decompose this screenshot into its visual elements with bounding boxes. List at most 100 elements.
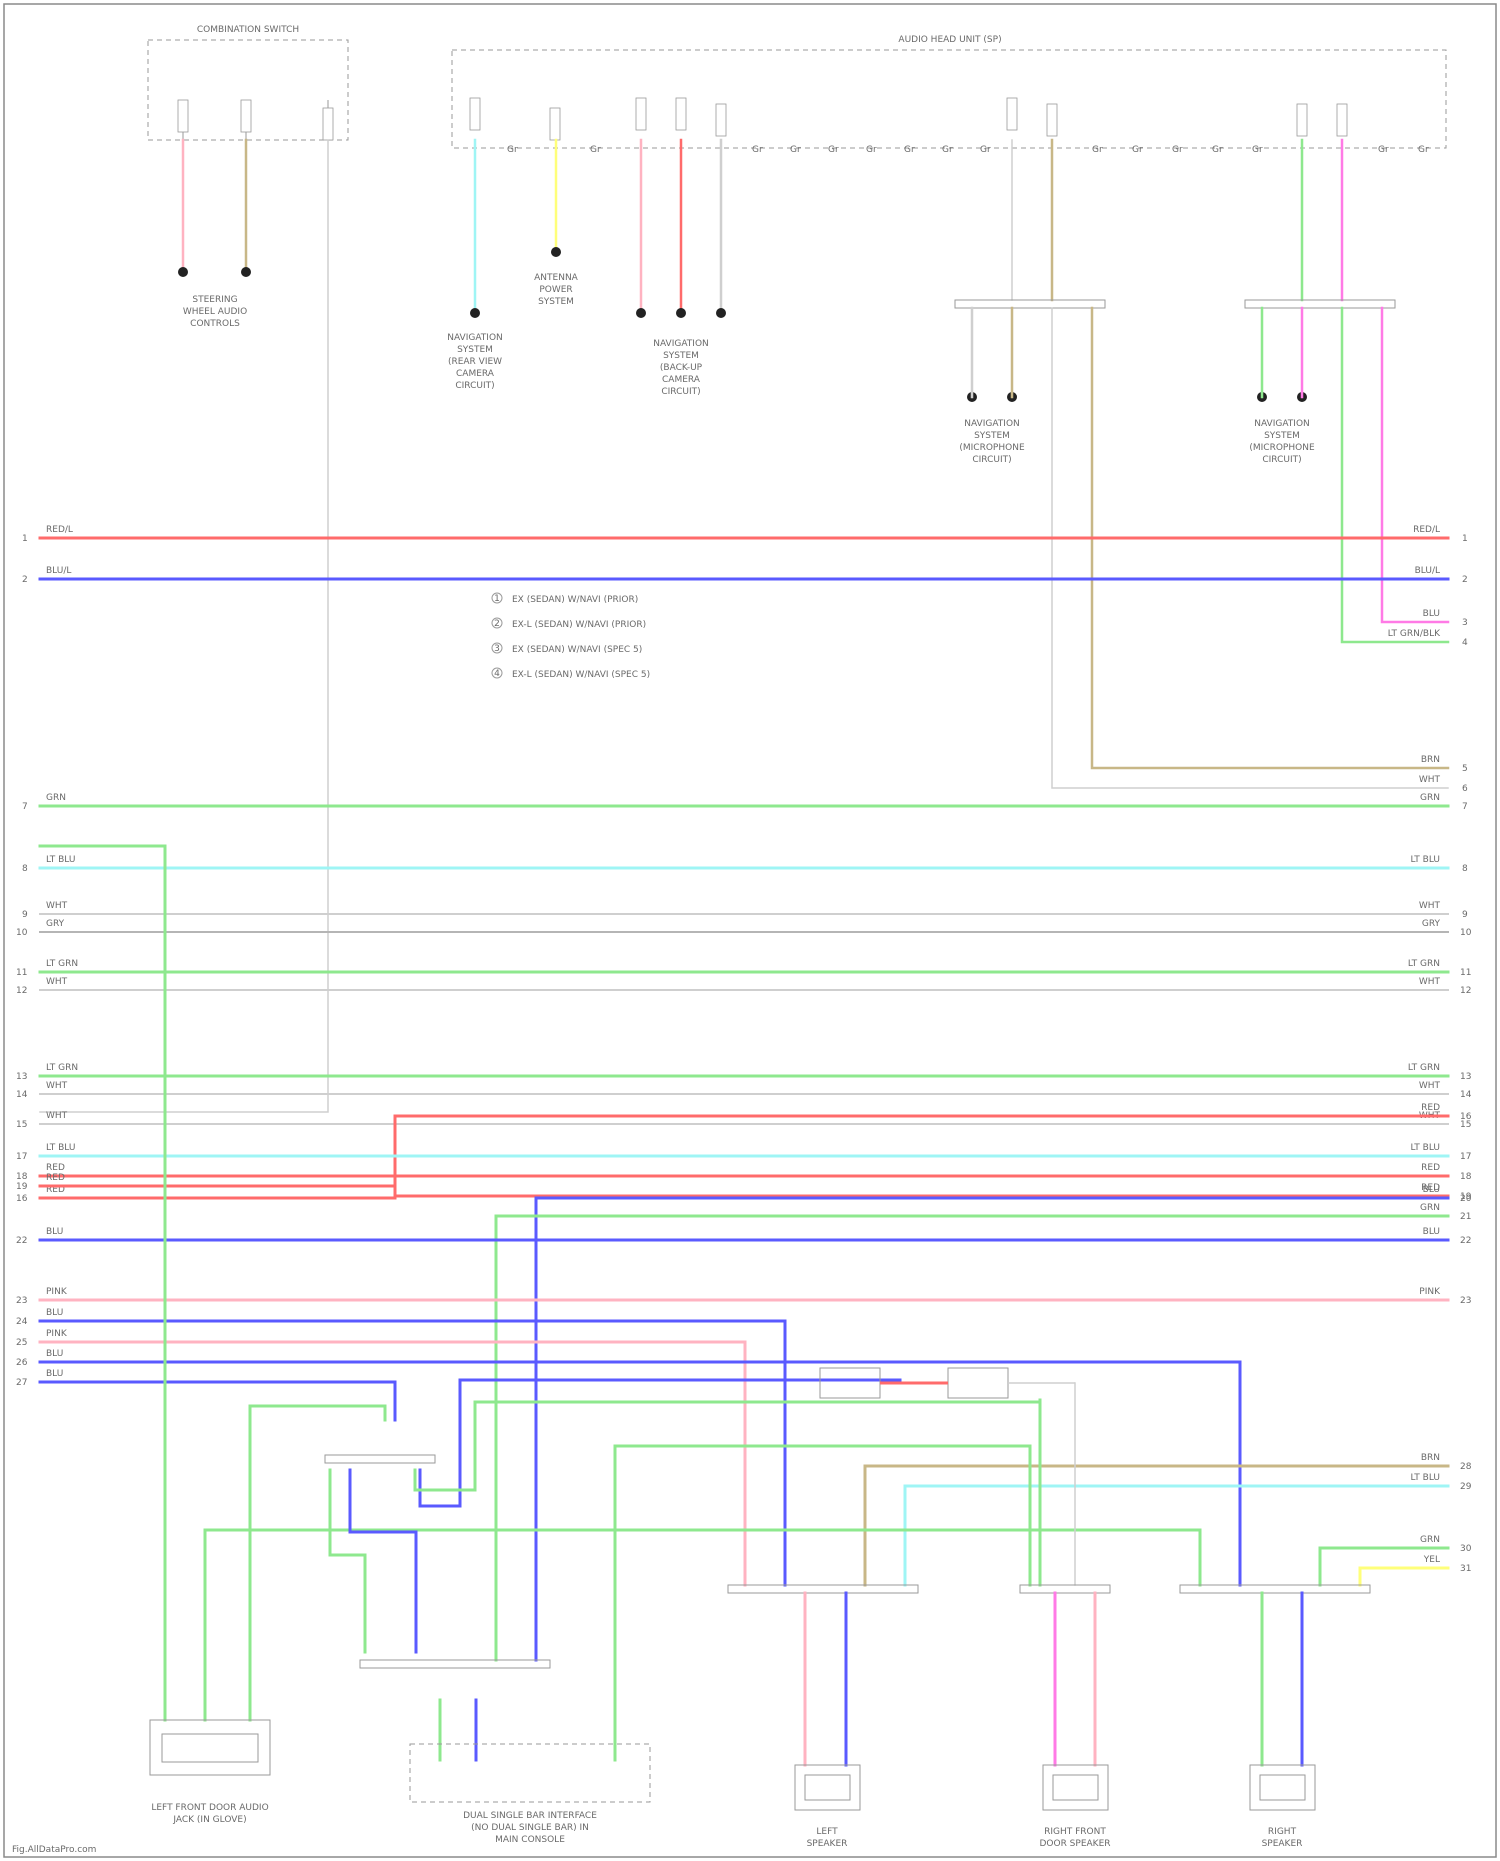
wire-row-21: 21 GRN — [496, 1203, 1471, 1660]
svg-text:BLU: BLU — [46, 1227, 63, 1237]
svg-text:3: 3 — [494, 644, 500, 654]
nav-rear-view-ref: NAVIGATION SYSTEM (REAR VIEW CAMERA CIRC… — [447, 333, 503, 391]
svg-text:Gr: Gr — [1172, 145, 1183, 155]
combination-switch: COMBINATION SWITCH — [148, 25, 348, 140]
svg-text:LT BLU: LT BLU — [46, 1143, 75, 1153]
svg-text:RIGHT: RIGHT — [1268, 1827, 1297, 1837]
left-speaker: LEFT SPEAKER — [795, 1765, 860, 1849]
svg-text:LT GRN: LT GRN — [1408, 1063, 1440, 1073]
legend: 1 EX (SEDAN) W/NAVI (PRIOR) 2 EX-L (SEDA… — [492, 593, 650, 680]
svg-text:CAMERA: CAMERA — [456, 369, 495, 379]
svg-text:WHT: WHT — [1419, 1081, 1441, 1091]
svg-text:28: 28 — [1460, 1462, 1472, 1472]
svg-text:3: 3 — [1462, 618, 1468, 628]
svg-text:24: 24 — [16, 1317, 28, 1327]
svg-text:(BACK-UP: (BACK-UP — [660, 363, 703, 373]
svg-text:BRN: BRN — [1421, 1453, 1440, 1463]
svg-text:7: 7 — [22, 802, 28, 812]
svg-text:CIRCUIT): CIRCUIT) — [972, 455, 1011, 465]
svg-text:SYSTEM: SYSTEM — [663, 351, 699, 361]
wire-row-27: 27 BLU — [16, 1369, 395, 1420]
svg-text:17: 17 — [1460, 1152, 1471, 1162]
svg-text:WHT: WHT — [1419, 775, 1441, 785]
svg-text:BLU: BLU — [46, 1369, 63, 1379]
svg-text:NAVIGATION: NAVIGATION — [1254, 419, 1310, 429]
svg-text:BLU: BLU — [46, 1349, 63, 1359]
svg-text:WHT: WHT — [46, 1111, 68, 1121]
svg-text:EX-L (SEDAN) W/NAVI (PRIOR): EX-L (SEDAN) W/NAVI (PRIOR) — [512, 620, 646, 630]
svg-text:EX (SEDAN) W/NAVI (PRIOR): EX (SEDAN) W/NAVI (PRIOR) — [512, 595, 638, 605]
svg-text:GRY: GRY — [1422, 919, 1441, 929]
svg-text:6: 6 — [1462, 784, 1468, 794]
wire-row-22: 22BLU 22BLU — [16, 1227, 1471, 1246]
right-front-door-speaker: RIGHT FRONT DOOR SPEAKER — [1039, 1765, 1110, 1849]
svg-text:22: 22 — [16, 1236, 27, 1246]
svg-text:RED: RED — [1421, 1103, 1440, 1113]
svg-text:WHT: WHT — [1419, 977, 1441, 987]
svg-text:Gr: Gr — [866, 145, 877, 155]
svg-text:Gr: Gr — [507, 145, 518, 155]
combination-switch-label: COMBINATION SWITCH — [197, 25, 299, 35]
circuit-ref-labels: STEERING WHEEL AUDIO CONTROLS ANTENNA PO… — [183, 273, 1315, 465]
svg-text:13: 13 — [1460, 1072, 1471, 1082]
svg-text:25: 25 — [16, 1338, 27, 1348]
svg-text:ANTENNA: ANTENNA — [534, 273, 579, 283]
svg-text:5: 5 — [1462, 764, 1468, 774]
svg-text:8: 8 — [22, 864, 28, 874]
svg-text:27: 27 — [16, 1378, 27, 1388]
svg-text:31: 31 — [1460, 1564, 1471, 1574]
wire-row-28: 28 BRN — [865, 1453, 1472, 1585]
svg-text:DUAL SINGLE BAR INTERFACE: DUAL SINGLE BAR INTERFACE — [463, 1811, 597, 1821]
svg-text:RED: RED — [1421, 1163, 1440, 1173]
svg-text:GRN: GRN — [1420, 793, 1440, 803]
svg-text:GRN: GRN — [46, 793, 66, 803]
svg-text:RED/L: RED/L — [1413, 525, 1440, 535]
svg-text:1: 1 — [1462, 534, 1468, 544]
svg-text:(MICROPHONE: (MICROPHONE — [1249, 443, 1315, 453]
svg-text:26: 26 — [16, 1358, 28, 1368]
svg-text:14: 14 — [16, 1090, 28, 1100]
svg-text:WHT: WHT — [46, 1081, 68, 1091]
svg-text:LT BLU: LT BLU — [1411, 855, 1440, 865]
svg-text:SYSTEM: SYSTEM — [538, 297, 574, 307]
svg-text:SYSTEM: SYSTEM — [974, 431, 1010, 441]
svg-text:2: 2 — [1462, 575, 1468, 585]
svg-text:NAVIGATION: NAVIGATION — [447, 333, 503, 343]
svg-text:GRN: GRN — [1420, 1203, 1440, 1213]
svg-text:Gr: Gr — [904, 145, 915, 155]
svg-text:DOOR SPEAKER: DOOR SPEAKER — [1039, 1839, 1110, 1849]
svg-text:CONTROLS: CONTROLS — [190, 319, 240, 329]
nav-right-ref: NAVIGATION SYSTEM (MICROPHONE CIRCUIT) — [1249, 419, 1315, 465]
svg-text:4: 4 — [1462, 638, 1468, 648]
svg-text:RED: RED — [46, 1163, 65, 1173]
svg-text:Gr: Gr — [1212, 145, 1223, 155]
horizontal-wire-group: 1RED/L 1RED/L 2BLU/L 2BLU/L 3BLU 4LT GRN… — [16, 525, 1472, 1660]
svg-text:BLU/L: BLU/L — [46, 566, 71, 576]
svg-text:(NO DUAL SINGLE BAR) IN: (NO DUAL SINGLE BAR) IN — [471, 1823, 589, 1833]
svg-text:Gr: Gr — [1092, 145, 1103, 155]
svg-text:BLU/L: BLU/L — [1415, 566, 1440, 576]
svg-text:9: 9 — [1462, 910, 1468, 920]
wire-row-8: 8LT BLU 8LT BLU — [22, 855, 1468, 874]
svg-text:BLU: BLU — [46, 1308, 63, 1318]
right-speaker: RIGHT SPEAKER — [1250, 1765, 1315, 1849]
svg-text:LT BLU: LT BLU — [1411, 1143, 1440, 1153]
svg-text:21: 21 — [1460, 1212, 1471, 1222]
svg-text:LEFT: LEFT — [816, 1827, 838, 1837]
svg-text:LT BLU: LT BLU — [46, 855, 75, 865]
svg-text:SPEAKER: SPEAKER — [807, 1839, 848, 1849]
svg-text:17: 17 — [16, 1152, 27, 1162]
svg-text:STEERING: STEERING — [192, 295, 237, 305]
svg-text:PINK: PINK — [46, 1287, 68, 1297]
svg-text:Gr: Gr — [1418, 145, 1429, 155]
left-audio-jack: LEFT FRONT DOOR AUDIO JACK (IN GLOVE) — [150, 1720, 270, 1825]
